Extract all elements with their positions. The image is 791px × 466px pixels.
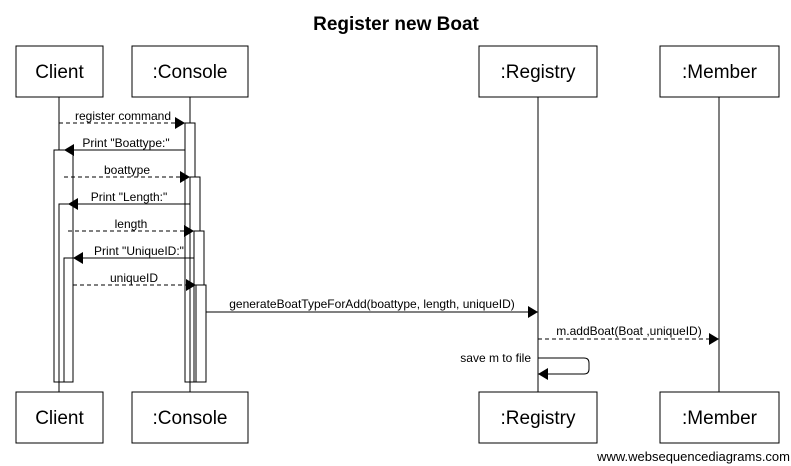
participant-label: :Console — [153, 408, 228, 429]
watermark: www.websequencediagrams.com — [596, 449, 790, 464]
participant-label: :Registry — [501, 408, 576, 429]
diagram-title: Register new Boat — [313, 14, 479, 35]
message-label: Print "Boattype:" — [82, 136, 169, 150]
message-register-command: register command — [59, 109, 185, 129]
activation-console-4 — [195, 284, 207, 383]
message-label: Print "Length:" — [91, 190, 168, 204]
message-label: save m to file — [460, 351, 531, 365]
message-print-length: Print "Length:" — [68, 190, 190, 210]
message-print-uniqueid: Print "UniqueID:" — [73, 244, 194, 264]
participant-client-top: Client — [15, 45, 104, 98]
message-save-to-file: save m to file — [460, 351, 590, 380]
participant-console-bottom: :Console — [131, 391, 249, 444]
participant-client-bottom: Client — [15, 391, 104, 444]
message-length: length — [68, 217, 194, 237]
message-label: m.addBoat(Boat ,uniqueID) — [556, 324, 701, 338]
participant-label: Client — [35, 62, 84, 83]
participant-member-bottom: :Member — [659, 391, 780, 444]
message-boattype: boattype — [64, 163, 190, 183]
activation-client-3 — [63, 257, 74, 383]
participant-console-top: :Console — [131, 45, 249, 98]
message-label: register command — [75, 109, 171, 123]
message-uniqueid: uniqueID — [73, 271, 196, 291]
message-label: uniqueID — [110, 271, 158, 285]
participant-label: :Console — [153, 62, 228, 83]
participant-label: :Member — [682, 62, 758, 83]
participant-registry-top: :Registry — [478, 45, 598, 98]
participant-label: :Member — [682, 408, 758, 429]
message-label: length — [115, 217, 148, 231]
participant-member-top: :Member — [659, 45, 780, 98]
message-label: Print "UniqueID:" — [94, 244, 184, 258]
participant-label: :Registry — [501, 62, 576, 83]
participant-label: Client — [35, 408, 84, 429]
participant-registry-bottom: :Registry — [478, 391, 598, 444]
message-print-boattype: Print "Boattype:" — [64, 136, 185, 156]
message-label: generateBoatTypeForAdd(boattype, length,… — [229, 297, 515, 311]
message-label: boattype — [104, 163, 150, 177]
message-add-boat: m.addBoat(Boat ,uniqueID) — [538, 324, 719, 345]
message-generate-boat-type: generateBoatTypeForAdd(boattype, length,… — [206, 297, 538, 318]
